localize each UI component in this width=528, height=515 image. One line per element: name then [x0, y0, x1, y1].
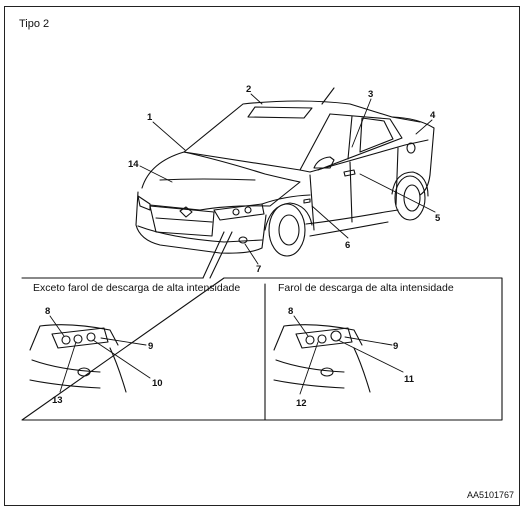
fog-lamp — [238, 236, 248, 244]
rear-wheel — [394, 175, 426, 221]
beltline — [309, 139, 429, 173]
front-fender — [261, 194, 311, 205]
front-wheel-arch — [264, 202, 313, 231]
callout-3: 3 — [368, 89, 373, 100]
callout-6: 6 — [345, 240, 350, 251]
side-mirror — [313, 156, 335, 169]
main-leader-lines — [139, 93, 436, 265]
panel-title-right: Farol de descarga de alta intensidade — [278, 282, 454, 294]
front-door-line — [309, 174, 315, 231]
right-detail-headlight — [273, 324, 371, 393]
callout-1: 1 — [147, 112, 153, 123]
antenna — [321, 87, 335, 105]
callout-right-12: 12 — [296, 398, 307, 409]
front-wheel — [268, 203, 306, 257]
headlight-left — [137, 195, 151, 211]
hood-crease — [159, 178, 256, 181]
callout-14: 14 — [128, 159, 139, 170]
rear-wheel-arch — [391, 171, 429, 197]
grille-mid — [155, 217, 213, 223]
rear-door-back — [395, 147, 399, 206]
rear-door-line — [349, 161, 353, 223]
side-marker — [303, 198, 311, 204]
callout-4: 4 — [430, 110, 436, 121]
image-code: AA5101767 — [466, 490, 514, 500]
emblem — [179, 206, 193, 218]
right-detail-callouts: 8 9 11 12 — [288, 306, 415, 409]
left-detail-leaders — [49, 315, 151, 393]
right-detail-fog — [320, 367, 334, 377]
callout-left-13: 13 — [52, 395, 63, 406]
callout-left-10: 10 — [152, 378, 163, 389]
right-detail-leaders — [293, 315, 404, 395]
hood-outline — [141, 151, 301, 211]
left-detail-headlight — [29, 324, 127, 393]
b-pillar — [347, 115, 353, 160]
panel-title-left: Exceto farol de descarga de alta intensi… — [33, 282, 241, 294]
callout-2: 2 — [246, 84, 251, 95]
rear-wheel-hub — [403, 184, 421, 212]
headlight — [213, 203, 265, 221]
callout-left-9: 9 — [148, 341, 153, 352]
callout-right-8: 8 — [288, 306, 293, 317]
figure-title: Tipo 2 — [19, 18, 50, 30]
windshield-right-pillar — [299, 113, 331, 171]
figure-frame — [4, 6, 520, 506]
callout-right-9: 9 — [393, 341, 398, 352]
zoom-connector-right — [209, 231, 233, 279]
door-handle — [343, 169, 356, 177]
front-wheel-hub — [278, 214, 300, 246]
right-detail-lamp-housing — [295, 327, 353, 349]
fuel-door — [406, 142, 416, 154]
windshield-lower-edge — [183, 151, 311, 173]
car-illustration — [135, 87, 435, 257]
callout-5: 5 — [435, 213, 441, 224]
callout-right-11: 11 — [404, 374, 415, 385]
detail-box-outline — [21, 277, 503, 421]
callout-left-8: 8 — [45, 306, 50, 317]
bumper-line — [137, 225, 263, 243]
side-window-rear — [359, 117, 394, 153]
main-callout-numbers: 1 2 3 4 5 6 7 14 — [128, 84, 441, 275]
side-window-top — [317, 113, 403, 171]
zoom-connector-left — [202, 231, 225, 279]
detail-box — [21, 231, 503, 421]
sunroof — [247, 106, 313, 119]
left-detail-fog — [77, 367, 91, 377]
grille-outline — [149, 205, 215, 237]
rocker — [309, 221, 389, 237]
callout-7: 7 — [256, 264, 261, 275]
left-detail-callouts: 8 9 10 13 — [45, 306, 163, 406]
front-fascia — [135, 191, 267, 254]
roof-outline — [183, 100, 421, 153]
left-detail-lamp-housing — [51, 327, 109, 349]
